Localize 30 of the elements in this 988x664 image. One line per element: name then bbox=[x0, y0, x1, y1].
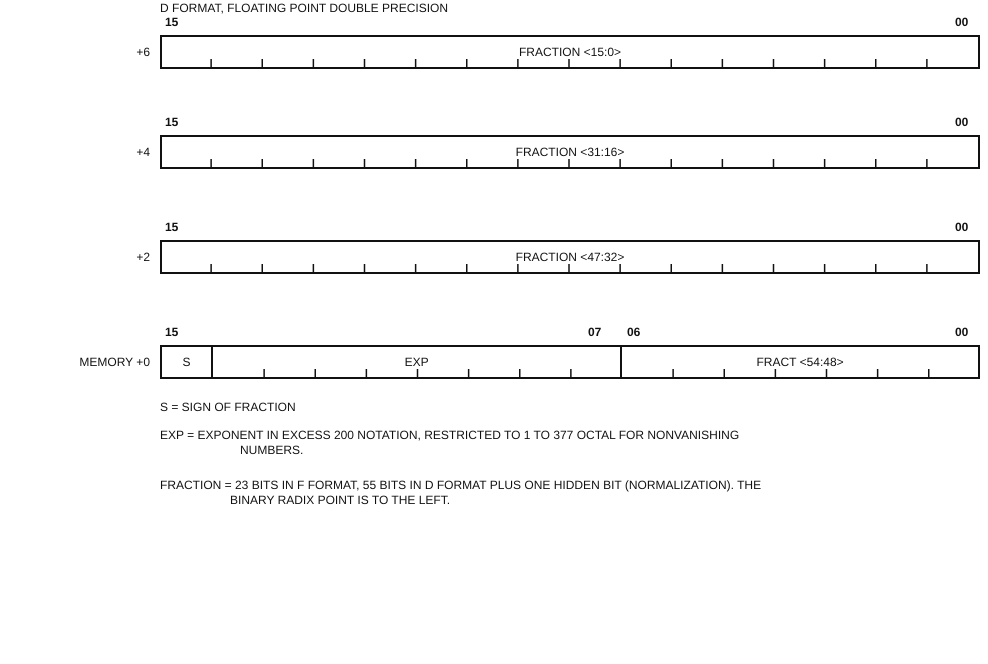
diagram-title: D FORMAT, FLOATING POINT DOUBLE PRECISION bbox=[160, 0, 448, 17]
bit-number: 15 bbox=[165, 15, 178, 29]
address-label: +4 bbox=[135, 145, 150, 159]
bit-field bbox=[160, 135, 980, 169]
field-label: FRACT <54:48> bbox=[756, 355, 844, 369]
bit-number: 00 bbox=[955, 115, 968, 129]
bit-number: 15 bbox=[165, 220, 178, 234]
field-label: S bbox=[182, 355, 191, 369]
bit-field bbox=[160, 345, 214, 379]
note-text: FRACTION = 23 BITS IN F FORMAT, 55 BITS IN D FORMAT PLUS ONE HIDDEN BIT (NORMALIZATION). THE BINARY RADIX POINT IS TO THE LEFT. bbox=[160, 478, 762, 508]
field-label: EXP bbox=[404, 355, 429, 369]
note-text: S = SIGN OF FRACTION bbox=[160, 400, 297, 415]
note-text: EXP = EXPONENT IN EXCESS 200 NOTATION, RESTRICTED TO 1 TO 377 OCTAL FOR NONVANISHING NUMBERS. bbox=[160, 428, 740, 458]
bit-number: 00 bbox=[955, 325, 968, 339]
bit-number: 07 bbox=[588, 325, 602, 339]
bit-field bbox=[160, 240, 980, 274]
address-label: +6 bbox=[135, 45, 150, 59]
bit-number: 15 bbox=[165, 325, 178, 339]
field-label: FRACTION <15:0> bbox=[518, 45, 622, 59]
address-label: +2 bbox=[135, 250, 150, 264]
bit-number: 00 bbox=[955, 15, 968, 29]
bit-field bbox=[213, 345, 622, 379]
bit-field bbox=[160, 35, 980, 69]
address-label: MEMORY +0 bbox=[78, 355, 150, 369]
bit-field bbox=[622, 345, 980, 379]
field-label: FRACTION <47:32> bbox=[516, 250, 624, 264]
bit-number: 06 bbox=[627, 325, 640, 339]
bit-number: 00 bbox=[955, 220, 968, 234]
field-label: FRACTION <31:16> bbox=[516, 145, 624, 159]
bit-number: 15 bbox=[165, 115, 178, 129]
